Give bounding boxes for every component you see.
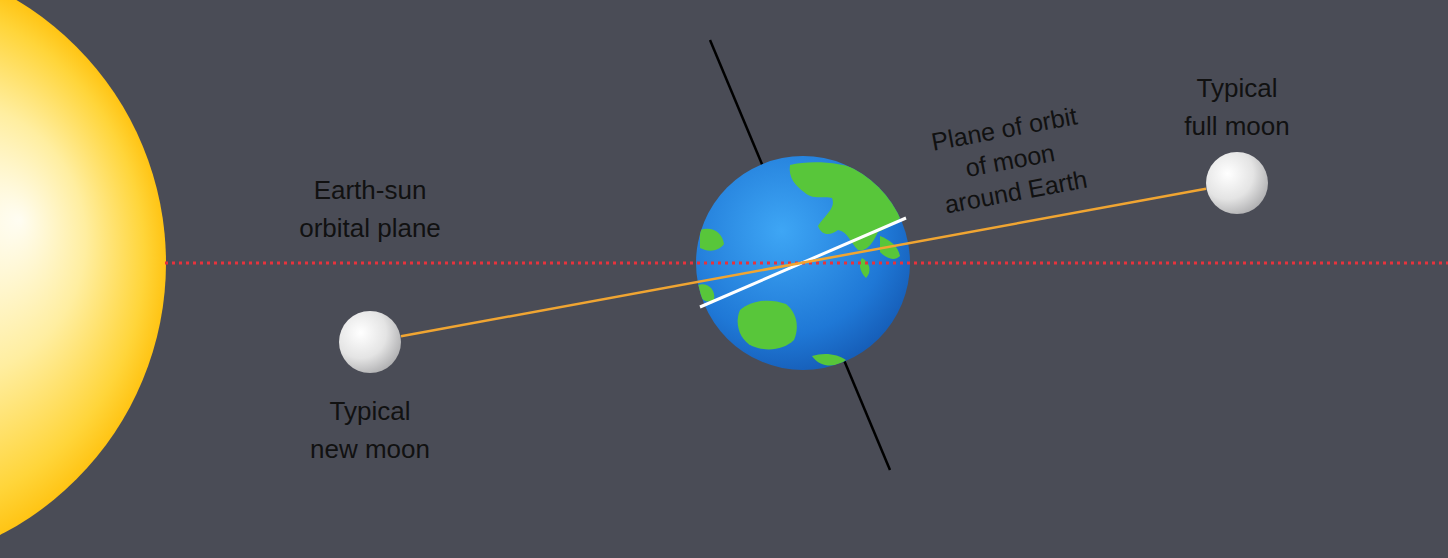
moon-node: Typical full moon [1206,152,1268,214]
moon-orbit-plane-line [401,189,1206,337]
moon-shape [1206,152,1268,214]
moon [1206,152,1268,214]
moon-node: Typical new moon [339,311,401,373]
orbit-plane-label: Plane of orbit of moon around Earth [923,98,1098,222]
moon-label: Typical new moon [310,392,431,468]
sun [0,0,166,558]
moon-label: Typical full moon [1177,69,1298,145]
plane-label: Earth-sun orbital plane [285,171,455,247]
moon-shape [339,311,401,373]
moon [339,311,401,373]
